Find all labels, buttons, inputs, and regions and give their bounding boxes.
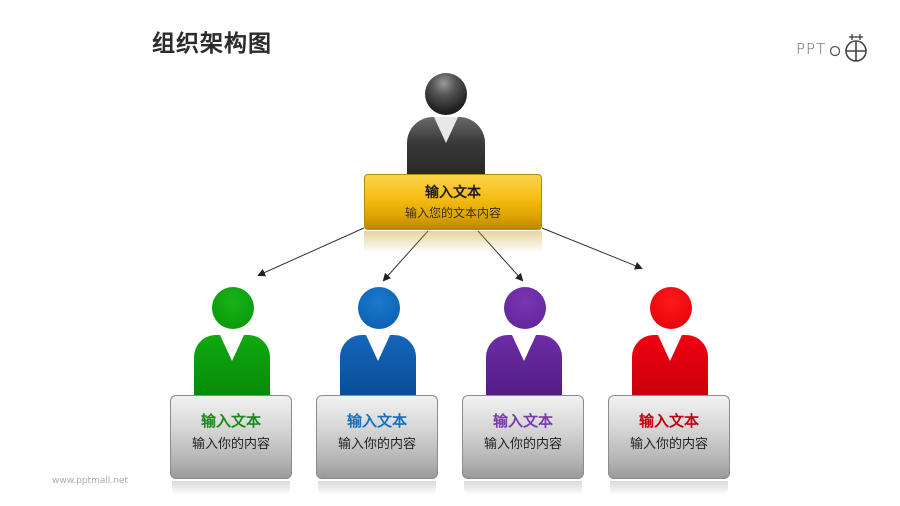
child-node-4[interactable]: 输入文本 输入你的内容 xyxy=(606,287,732,497)
arrow-to-child-3 xyxy=(477,230,524,282)
person-head-icon xyxy=(650,287,692,329)
collar xyxy=(434,117,458,143)
person-body-icon xyxy=(194,335,270,397)
root-node-reflection xyxy=(364,231,542,253)
root-node-box[interactable]: 输入文本 输入您的文本内容 xyxy=(364,174,542,230)
page-title: 组织架构图 xyxy=(152,31,272,57)
person-body xyxy=(407,117,485,179)
child-node-box[interactable]: 输入文本 输入你的内容 xyxy=(316,395,438,479)
logo-text: PPT xyxy=(796,40,827,58)
person-body-icon xyxy=(632,335,708,397)
child-node-box[interactable]: 输入文本 输入你的内容 xyxy=(608,395,730,479)
child-node-reflection xyxy=(464,481,582,495)
logo-mark-icon xyxy=(830,34,868,62)
ppt-logo: PPT xyxy=(796,34,870,64)
collar xyxy=(366,335,390,361)
child-node-2[interactable]: 输入文本 输入你的内容 xyxy=(314,287,440,497)
collar xyxy=(658,335,682,361)
person-head-icon xyxy=(504,287,546,329)
child-node-title: 输入文本 xyxy=(346,412,407,430)
person-head-icon xyxy=(212,287,254,329)
arrow-to-child-1 xyxy=(257,227,365,277)
child-node-subtitle: 输入你的内容 xyxy=(483,437,562,452)
collar xyxy=(512,335,536,361)
person-body-icon xyxy=(486,335,562,397)
collar xyxy=(220,335,244,361)
person-head xyxy=(425,73,467,115)
child-node-subtitle: 输入你的内容 xyxy=(629,437,708,452)
arrow-to-child-2 xyxy=(382,230,429,282)
root-node-subtitle: 输入您的文本内容 xyxy=(404,206,501,220)
child-node-1[interactable]: 输入文本 输入你的内容 xyxy=(168,287,294,497)
person-head-icon xyxy=(358,287,400,329)
root-node-title: 输入文本 xyxy=(425,185,481,201)
root-person-icon xyxy=(405,73,487,179)
child-node-subtitle: 输入你的内容 xyxy=(191,437,270,452)
child-node-title: 输入文本 xyxy=(638,412,699,430)
child-node-box[interactable]: 输入文本 输入你的内容 xyxy=(462,395,584,479)
person-body-icon xyxy=(340,335,416,397)
footer-url: www.pptmall.net xyxy=(52,476,128,486)
child-node-reflection xyxy=(610,481,728,495)
arrow-to-child-4 xyxy=(541,227,643,270)
child-node-3[interactable]: 输入文本 输入你的内容 xyxy=(460,287,586,497)
child-node-subtitle: 输入你的内容 xyxy=(337,437,416,452)
child-node-title: 输入文本 xyxy=(492,412,553,430)
child-node-reflection xyxy=(172,481,290,495)
child-node-title: 输入文本 xyxy=(200,412,261,430)
child-node-reflection xyxy=(318,481,436,495)
child-node-box[interactable]: 输入文本 输入你的内容 xyxy=(170,395,292,479)
